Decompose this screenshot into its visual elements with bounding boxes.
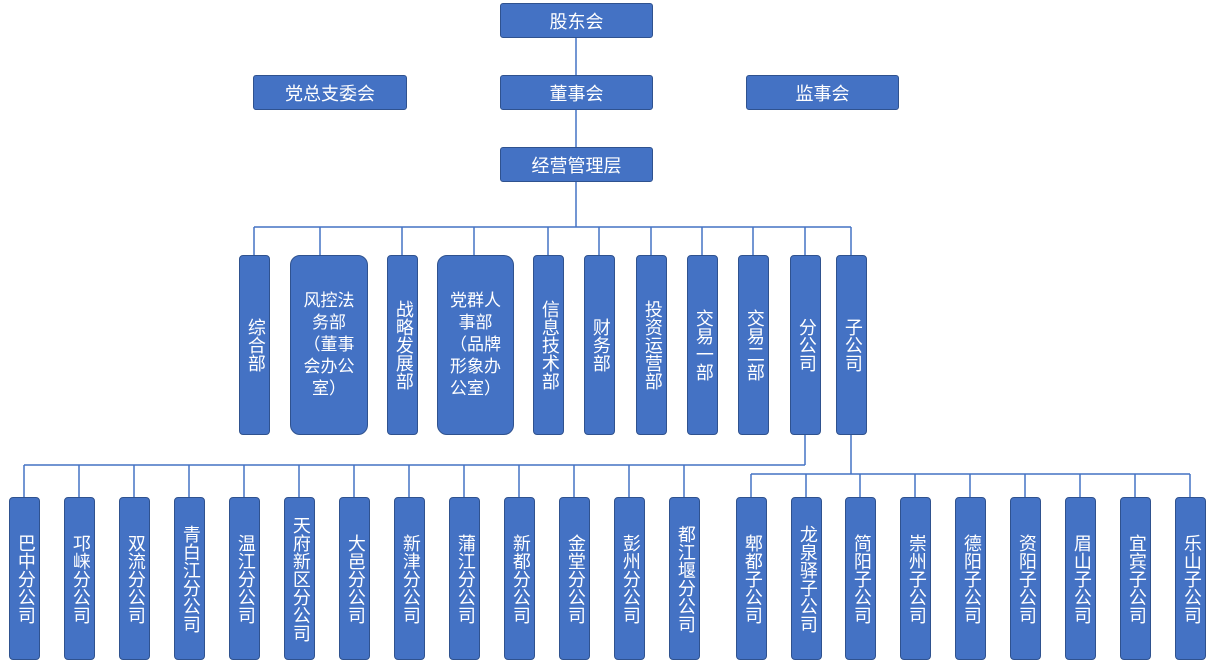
node-branch-jintang: 金堂分公司 bbox=[559, 497, 590, 660]
node-subsidiaries: 子公司 bbox=[836, 255, 867, 435]
node-dept-trading-1: 交易一部 bbox=[687, 255, 718, 435]
node-branch-bazhong: 巴中分公司 bbox=[9, 497, 40, 660]
node-branch-shuangliu: 双流分公司 bbox=[119, 497, 150, 660]
node-sub-yibin: 宜宾子公司 bbox=[1120, 497, 1151, 660]
node-branch-tianfu: 天府新区分公司 bbox=[284, 497, 315, 660]
dept-risk-line-4: 会办公 bbox=[303, 357, 355, 377]
node-dept-it: 信息技术部 bbox=[533, 255, 564, 435]
node-dept-strategy: 战略发展部 bbox=[387, 255, 418, 435]
node-management: 经营管理层 bbox=[500, 147, 653, 182]
dept-partyhr-line-1: 党群人 bbox=[450, 291, 501, 311]
node-dept-finance: 财务部 bbox=[584, 255, 615, 435]
node-branch-wenjiang: 温江分公司 bbox=[229, 497, 260, 660]
dept-risk-line-5: 室） bbox=[312, 379, 346, 399]
node-branch-xindu: 新都分公司 bbox=[504, 497, 535, 660]
node-sub-chongzhou: 崇州子公司 bbox=[900, 497, 931, 660]
node-sub-deyang: 德阳子公司 bbox=[955, 497, 986, 660]
dept-risk-line-3: （董事 bbox=[303, 335, 355, 355]
dept-partyhr-line-5: 公室） bbox=[450, 379, 501, 399]
node-dept-general: 综合部 bbox=[239, 255, 270, 435]
dept-partyhr-line-4: 形象办 bbox=[450, 357, 501, 377]
node-branch-pujiang: 蒲江分公司 bbox=[449, 497, 480, 660]
dept-risk-line-1: 风控法 bbox=[303, 291, 355, 311]
dept-partyhr-line-3: （品牌 bbox=[450, 335, 501, 355]
node-branch-pengzhou: 彭州分公司 bbox=[614, 497, 645, 660]
node-sub-pidu: 郫都子公司 bbox=[736, 497, 767, 660]
node-party-committee: 党总支委会 bbox=[253, 75, 407, 110]
node-dept-trading-2: 交易二部 bbox=[738, 255, 769, 435]
node-dept-investment: 投资运营部 bbox=[636, 255, 667, 435]
node-dept-risk-legal: 风控法 务部 （董事 会办公 室） bbox=[290, 255, 368, 435]
dept-risk-line-2: 务部 bbox=[312, 313, 346, 333]
node-branch-dujiangyan: 都江堰分公司 bbox=[669, 497, 700, 660]
node-branch-qionglai: 邛崃分公司 bbox=[64, 497, 95, 660]
node-board: 董事会 bbox=[500, 75, 653, 110]
node-branch-dayi: 大邑分公司 bbox=[339, 497, 370, 660]
node-shareholders: 股东会 bbox=[500, 3, 653, 38]
node-sub-ziyang: 资阳子公司 bbox=[1010, 497, 1041, 660]
node-sub-jianyang: 简阳子公司 bbox=[845, 497, 876, 660]
node-sub-meishan: 眉山子公司 bbox=[1065, 497, 1096, 660]
node-sub-leshan: 乐山子公司 bbox=[1175, 497, 1206, 660]
node-branch-qingbaijiang: 青白江分公司 bbox=[174, 497, 205, 660]
node-branch-xinjin: 新津分公司 bbox=[394, 497, 425, 660]
node-sub-longquanyi: 龙泉驿子公司 bbox=[791, 497, 822, 660]
node-dept-party-hr: 党群人 事部 （品牌 形象办 公室） bbox=[437, 255, 514, 435]
node-supervisors: 监事会 bbox=[746, 75, 899, 110]
node-branch-companies: 分公司 bbox=[790, 255, 821, 435]
dept-partyhr-line-2: 事部 bbox=[458, 313, 493, 333]
